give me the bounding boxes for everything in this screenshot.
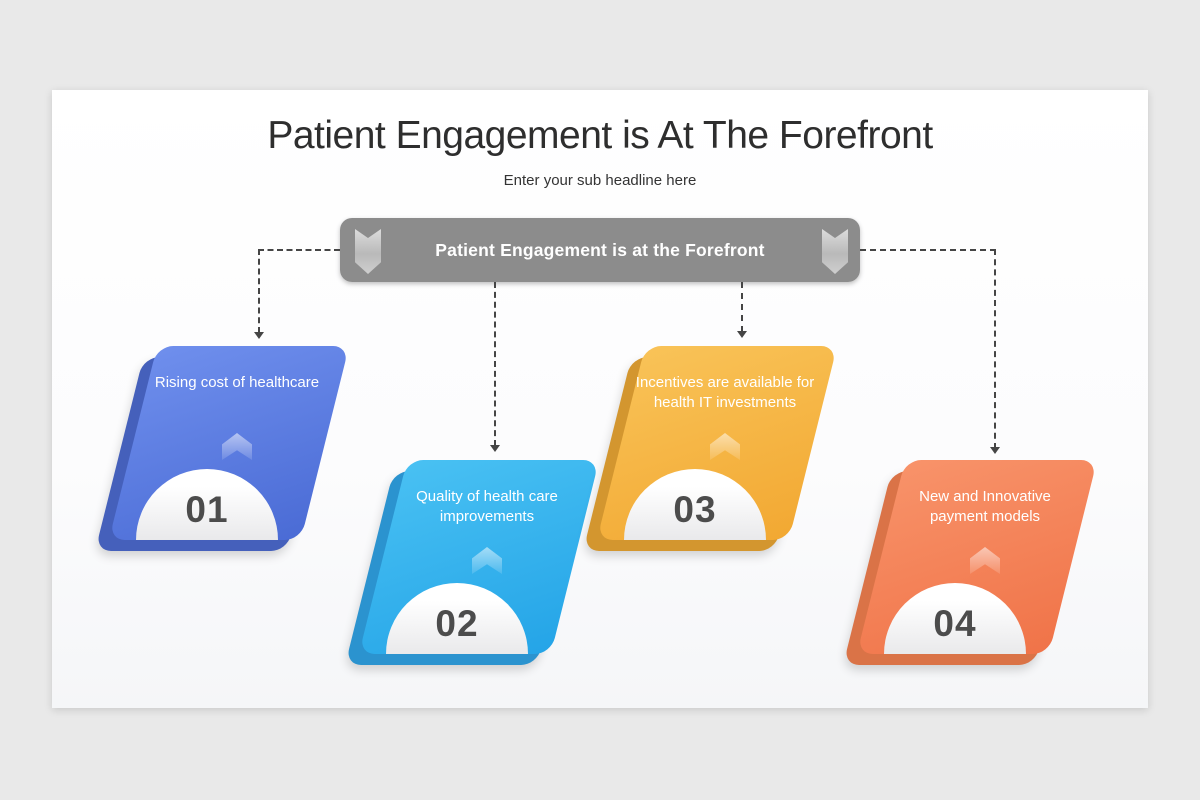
banner-label: Patient Engagement is at the Forefront — [435, 239, 765, 260]
card-number: 04 — [933, 603, 977, 644]
card-03: Incentives are available for health IT i… — [583, 346, 838, 551]
card-text: Incentives are available for health IT i… — [635, 374, 815, 411]
arrow-down-icon — [737, 331, 747, 338]
connector-line — [258, 249, 260, 333]
card-number: 01 — [185, 489, 229, 530]
card-01: Rising cost of healthcare 01 — [95, 346, 350, 551]
chevron-up-icon — [222, 433, 252, 460]
card-number: 03 — [673, 489, 717, 530]
card-content: Incentives are available for health IT i… — [621, 346, 815, 540]
slide-title: Patient Engagement is At The Forefront — [267, 114, 933, 157]
card-04: New and Innovative payment models 04 — [843, 460, 1098, 665]
connector-line — [741, 282, 743, 332]
arrow-down-icon — [990, 447, 1000, 454]
connector-line — [258, 249, 340, 251]
number-badge: 03 — [624, 469, 766, 540]
chevron-up-icon — [472, 547, 502, 574]
connector-line — [860, 249, 996, 251]
header-banner: Patient Engagement is at the Forefront — [340, 218, 860, 282]
chevron-up-icon — [710, 433, 740, 460]
card-number: 02 — [435, 603, 479, 644]
connector-line — [494, 282, 496, 446]
arrow-down-icon — [490, 445, 500, 452]
card-content: New and Innovative payment models 04 — [881, 460, 1073, 654]
card-text: New and Innovative payment models — [919, 488, 1051, 525]
arrow-down-icon — [254, 332, 264, 339]
connector-line — [994, 249, 996, 449]
card-content: Quality of health care improvements 02 — [383, 460, 575, 654]
number-badge: 04 — [884, 583, 1026, 654]
card-text: Rising cost of healthcare — [154, 374, 320, 391]
slide-canvas: Patient Engagement is At The Forefront E… — [52, 90, 1148, 708]
number-badge: 01 — [136, 469, 278, 540]
card-content: Rising cost of healthcare 01 — [133, 346, 325, 540]
number-badge: 02 — [386, 583, 528, 654]
card-text: Quality of health care improvements — [416, 488, 558, 525]
chevron-up-icon — [970, 547, 1000, 574]
card-02: Quality of health care improvements 02 — [345, 460, 600, 665]
slide-subtitle: Enter your sub headline here — [503, 172, 697, 189]
